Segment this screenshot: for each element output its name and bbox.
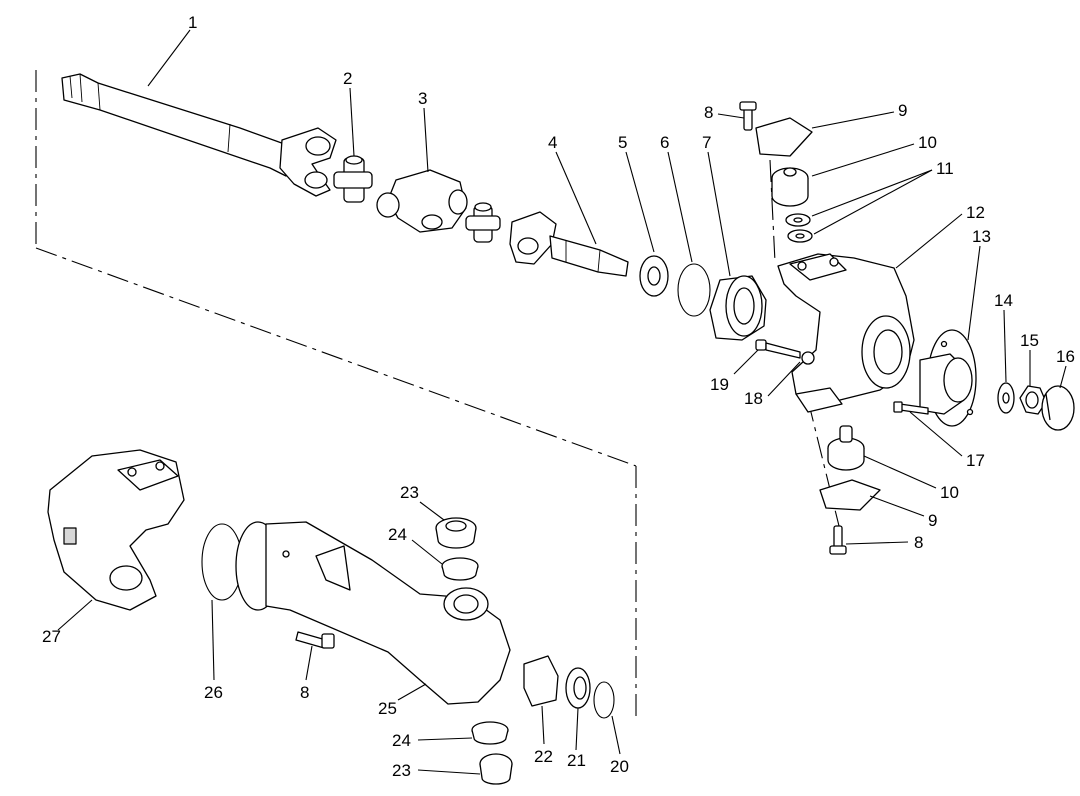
housing-bolt: [295, 631, 335, 649]
lower-bearing-cup: [471, 721, 509, 745]
callout-9-bottom: 9: [928, 511, 937, 530]
callout-21: 21: [567, 751, 586, 770]
callout-16: 16: [1056, 347, 1075, 366]
hub-cap: [1041, 385, 1075, 431]
assembly-dash-lines: [35, 70, 841, 718]
axle-housing: [235, 521, 511, 705]
u-joint-cross: [333, 155, 373, 203]
callout-19: 19: [710, 375, 729, 394]
axle-shaft: [61, 73, 337, 197]
callout-23-top: 23: [400, 483, 419, 502]
callout-labels: 1 2 3 4 5 6 7 8 9 10 11 12 13 14 15 16 1…: [42, 13, 1075, 780]
callout-10-top: 10: [918, 133, 937, 152]
snap-ring: [677, 263, 711, 317]
callout-9-top: 9: [898, 101, 907, 120]
stub-shaft: [509, 211, 629, 277]
hub-washer: [997, 382, 1015, 414]
callout-15: 15: [1020, 331, 1039, 350]
bolt-and-nut: [755, 339, 815, 365]
callout-1: 1: [188, 13, 197, 32]
upper-king-pin-set: [739, 101, 813, 243]
callout-18: 18: [744, 389, 763, 408]
upper-bearing-cone: [435, 517, 477, 549]
lower-king-pin-set: [819, 425, 881, 555]
bearing: [709, 275, 767, 341]
hub-nut: [1019, 385, 1047, 415]
callout-3: 3: [418, 89, 427, 108]
callout-5: 5: [618, 133, 627, 152]
callout-17: 17: [966, 451, 985, 470]
callout-22: 22: [534, 747, 553, 766]
callout-26: 26: [204, 683, 223, 702]
u-joint-cross-2: [465, 202, 501, 243]
callout-25: 25: [378, 699, 397, 718]
steering-knuckle: [777, 253, 915, 413]
callout-8-top: 8: [704, 103, 713, 122]
callout-7: 7: [702, 133, 711, 152]
double-yoke: [376, 169, 468, 233]
callout-11: 11: [936, 159, 954, 178]
bushing-sleeve: [523, 655, 559, 707]
callout-2: 2: [343, 69, 352, 88]
callout-4: 4: [548, 133, 557, 152]
wheel-hub: [919, 329, 977, 427]
lower-snap-ring: [593, 681, 615, 719]
callout-20: 20: [610, 757, 629, 776]
callout-8-right: 8: [914, 533, 923, 552]
wheel-stud: [893, 401, 929, 415]
callout-6: 6: [660, 133, 669, 152]
callout-24-bottom: 24: [392, 731, 411, 750]
callout-12: 12: [966, 203, 985, 222]
upper-bearing-cup: [441, 557, 479, 581]
callout-10-bottom: 10: [940, 483, 959, 502]
axle-seal: [565, 667, 591, 709]
callout-14: 14: [994, 291, 1013, 310]
callout-8-lower: 8: [300, 683, 309, 702]
callout-27: 27: [42, 627, 61, 646]
leader-lines: [57, 29, 1067, 775]
callout-23-bottom: 23: [392, 761, 411, 780]
callout-13: 13: [972, 227, 991, 246]
callout-24-top: 24: [388, 525, 407, 544]
lower-bearing-cone: [479, 753, 513, 785]
thrust-washer: [639, 255, 669, 297]
knuckle-housing: [47, 449, 185, 611]
